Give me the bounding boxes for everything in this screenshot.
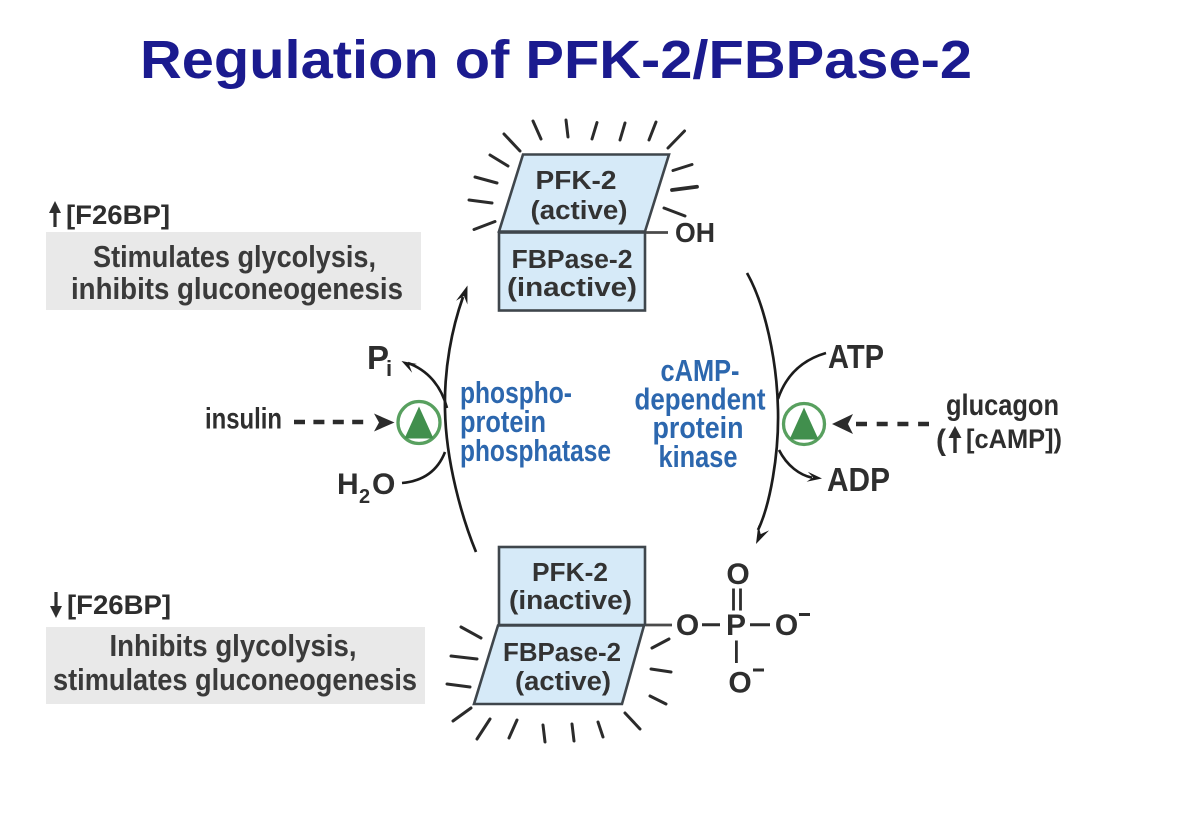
svg-text:Inhibits glycolysis,: Inhibits glycolysis, — [110, 628, 357, 663]
svg-text:Regulation of PFK-2/FBPase-2: Regulation of PFK-2/FBPase-2 — [140, 30, 972, 90]
svg-text:PFK-2: PFK-2 — [536, 167, 617, 195]
svg-text:(active): (active) — [531, 197, 628, 225]
svg-text:inhibits gluconeogenesis: inhibits gluconeogenesis — [71, 271, 403, 306]
svg-text:(inactive): (inactive) — [509, 587, 632, 615]
svg-text:P: P — [726, 609, 746, 642]
svg-text:H: H — [337, 468, 359, 501]
svg-text:protein: protein — [653, 410, 744, 445]
svg-text:cAMP-: cAMP- — [661, 353, 740, 388]
svg-text:[cAMP]): [cAMP]) — [966, 424, 1062, 454]
svg-text:P: P — [367, 339, 389, 376]
svg-text:(active): (active) — [515, 668, 611, 696]
svg-text:O: O — [728, 667, 751, 700]
svg-text:2: 2 — [359, 486, 370, 508]
svg-text:O: O — [726, 558, 749, 591]
svg-text:ADP: ADP — [827, 461, 890, 498]
svg-text:Stimulates glycolysis,: Stimulates glycolysis, — [93, 239, 376, 274]
svg-text:insulin: insulin — [205, 403, 282, 436]
svg-text:FBPase-2: FBPase-2 — [512, 246, 633, 274]
svg-text:PFK-2: PFK-2 — [532, 559, 608, 587]
svg-text:i: i — [386, 356, 392, 381]
svg-text:[F26BP]: [F26BP] — [67, 590, 171, 620]
svg-text:O: O — [676, 609, 699, 642]
svg-text:phospho-: phospho- — [460, 375, 572, 410]
svg-text:dependent: dependent — [635, 382, 766, 417]
svg-text:glucagon: glucagon — [946, 389, 1059, 422]
svg-text:(inactive): (inactive) — [507, 274, 637, 302]
svg-text:kinase: kinase — [659, 439, 738, 474]
svg-text:phosphatase: phosphatase — [460, 433, 611, 468]
svg-text:protein: protein — [460, 404, 546, 439]
svg-text:[F26BP]: [F26BP] — [66, 200, 170, 230]
svg-text:FBPase-2: FBPase-2 — [503, 639, 621, 667]
svg-text:O: O — [775, 609, 798, 642]
svg-text:O: O — [372, 468, 395, 501]
svg-text:stimulates gluconeogenesis: stimulates gluconeogenesis — [53, 662, 417, 697]
svg-text:OH: OH — [675, 217, 715, 248]
svg-text:ATP: ATP — [828, 338, 884, 375]
svg-text:(: ( — [936, 424, 946, 457]
